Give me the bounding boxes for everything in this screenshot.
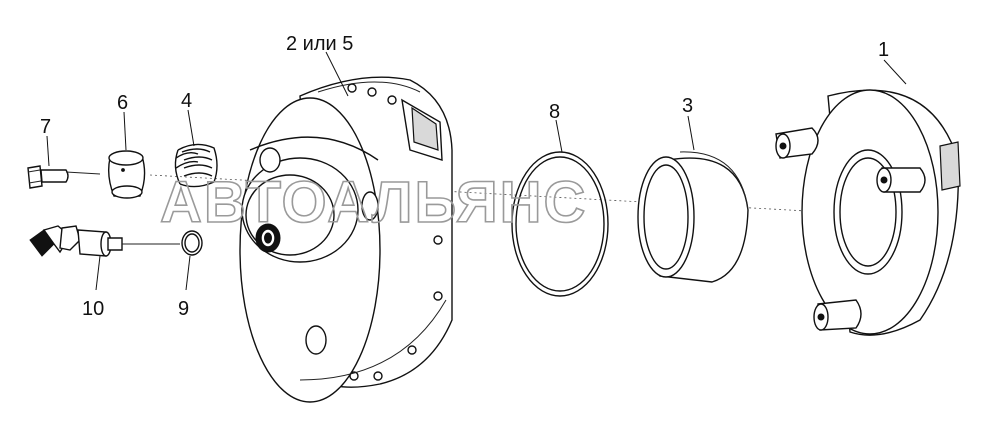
label-part-7: 7 <box>40 116 51 138</box>
part-9-oring <box>181 230 203 256</box>
part-3-bushing <box>637 151 749 283</box>
part-6-cap <box>107 150 146 199</box>
label-part-6: 6 <box>117 92 128 114</box>
watermark-text: АВТОАЛЬЯНС <box>160 170 587 235</box>
part-2-or-5-housing <box>239 76 453 403</box>
leader-lines <box>46 51 907 291</box>
part-8-ring <box>511 151 609 297</box>
part-1-cover <box>775 89 961 336</box>
label-part-1: 1 <box>878 39 889 61</box>
label-part-9: 9 <box>178 298 189 320</box>
part-7-bolt <box>27 165 101 189</box>
label-part-4: 4 <box>181 90 192 112</box>
label-part-10: 10 <box>82 298 104 320</box>
label-part-8: 8 <box>549 101 560 123</box>
part-10-valve <box>29 225 180 257</box>
label-part-3: 3 <box>682 95 693 117</box>
part-4-spring <box>174 143 218 188</box>
label-part-2-or-5: 2 или 5 <box>286 33 353 55</box>
